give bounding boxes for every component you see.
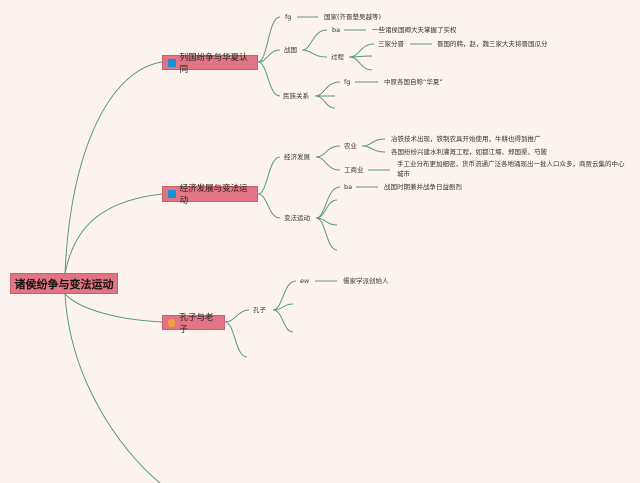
branch-label: 列国纷争与华夏认同 <box>179 52 248 75</box>
hand-icon <box>168 318 176 327</box>
topic[interactable]: 战国时期兼并战争日益剧烈 <box>384 183 462 191</box>
branch-label: 孔子与老子 <box>179 312 214 335</box>
root-node[interactable]: 诸侯纷争与变法运动 <box>10 273 118 294</box>
topic[interactable]: ew <box>300 277 310 285</box>
topic[interactable]: fg <box>285 13 292 21</box>
topic[interactable]: 农业 <box>344 142 357 150</box>
topic[interactable]: 战国 <box>284 46 297 54</box>
branch-node-kongzi[interactable]: 孔子与老子 <box>162 313 225 335</box>
branch-label: 经济发展与变法运动 <box>179 184 248 206</box>
flag-icon <box>168 190 176 198</box>
topic[interactable]: 民族关系 <box>283 92 309 100</box>
topic[interactable]: ba <box>344 183 353 191</box>
branch-node-jingji[interactable]: 经济发展与变法运动 <box>162 184 258 206</box>
topic[interactable]: fg <box>344 78 351 86</box>
topic[interactable]: 过程 <box>331 53 344 61</box>
topic[interactable]: 儒家学派创始人 <box>343 277 389 285</box>
flag-icon <box>168 58 176 67</box>
topic[interactable]: 晋国的韩，赵，魏三家大夫将晋国瓜分 <box>437 40 548 48</box>
topic[interactable]: 一些诸侯国卿大夫掌握了实权 <box>372 26 457 34</box>
branch-node-lieguo[interactable]: 列国纷争与华夏认同 <box>162 53 258 75</box>
topic[interactable]: 变法运动 <box>284 214 310 222</box>
topic[interactable]: ba <box>332 26 341 34</box>
topic[interactable]: 孔子 <box>253 306 266 314</box>
topic[interactable]: 三家分晋 <box>378 40 404 48</box>
topic[interactable]: 冶铁技术出现，铁制农具开始使用，牛耕也得到推广 <box>391 135 541 143</box>
topic[interactable]: 国家(齐晋楚吴越等) <box>324 13 382 21</box>
topic[interactable]: 手工业分布更加细密，货币流通广泛各地涌现出一批人口众多，商贾云集的中心 <box>397 160 625 168</box>
topic[interactable]: 中原各国自称“华夏” <box>384 78 443 86</box>
topic[interactable]: 城市 <box>397 170 410 178</box>
topic[interactable]: 工商业 <box>344 166 364 174</box>
topic[interactable]: 各国纷纷兴建水利灌溉工程，如都江堰、郑国渠、芍陂 <box>391 148 547 156</box>
topic[interactable]: 经济发展 <box>284 153 310 161</box>
